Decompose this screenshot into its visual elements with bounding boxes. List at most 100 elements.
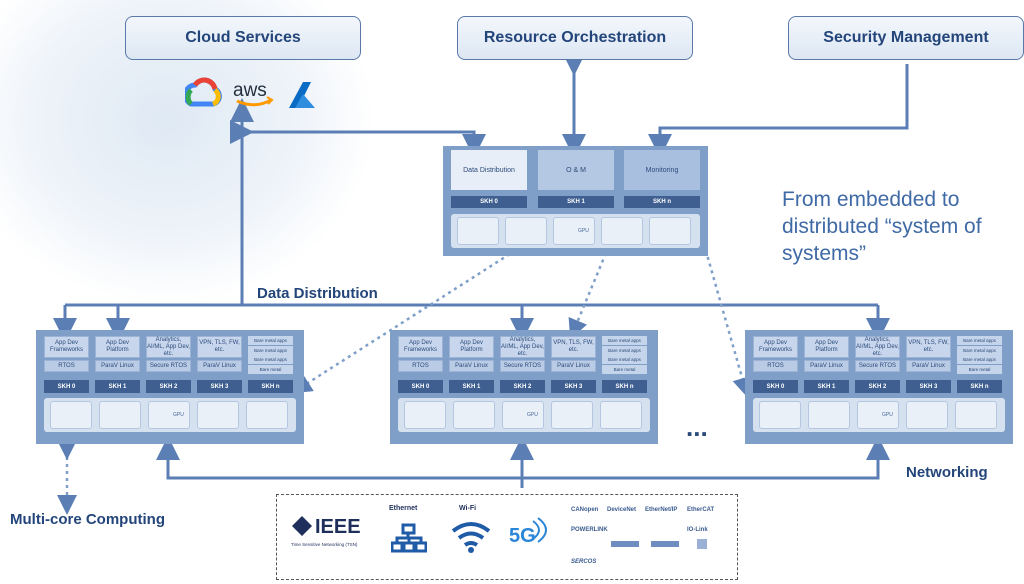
edge-os-cell: RTOS [398,360,443,372]
skh-label: SKH 1 [449,380,494,393]
resource-orchestration-box: Resource Orchestration [457,16,693,60]
aws-icon: aws [233,80,267,101]
skh-label: SKH 1 [95,380,140,393]
edge-hardware-strip: GPU [398,398,650,432]
hardware-board-icon [551,401,593,429]
hardware-board-icon [457,217,499,245]
edge-app-cell: Analytics, AI/ML, App Dev, etc. [146,336,191,358]
hardware-board-icon [50,401,92,429]
hardware-board-icon [99,401,141,429]
hardware-board-icon [649,217,691,245]
edge-app-cell: VPN, TLS, FW, etc. [197,336,242,358]
control-skh-n: SKH n [624,196,700,208]
hardware-board-icon [601,217,643,245]
gpu-board-icon: GPU [857,401,899,429]
security-management-box: Security Management [788,16,1024,60]
bare-metal-cell: Bare metal apps [248,355,293,364]
bare-metal-cell: Bare metal apps [957,355,1002,364]
control-cell-data-distribution: Data Distribution [451,150,527,190]
edge-os-cell: ParaV Linux [449,360,494,372]
data-distribution-label: Data Distribution [257,285,378,302]
fieldbus-chip-icon [651,541,679,547]
skh-label: SKH 2 [146,380,191,393]
bare-metal-cell: Bare metal apps [248,336,293,345]
hardware-board-icon [955,401,997,429]
edge-hardware-strip: GPU [753,398,1005,432]
bare-metal-cell: Bare metal [957,364,1002,374]
skh-label: SKH 0 [44,380,89,393]
bare-metal-cell: Bare metal apps [602,345,647,355]
edge-os-cell: Secure RTOS [500,360,545,372]
wifi-icon [451,522,491,553]
skh-label: SKH 3 [906,380,951,393]
hardware-board-icon [808,401,850,429]
control-hardware-strip: GPU [451,214,700,248]
bare-metal-cell: Bare metal apps [957,336,1002,345]
edge-app-cell: App Dev Platform [804,336,849,358]
edge-app-cell: App Dev Frameworks [44,336,89,358]
control-skh-0: SKH 0 [451,196,527,208]
ethernetip-logo: EtherNet/IP [645,507,678,513]
hardware-board-icon [600,401,642,429]
hardware-board-icon [505,217,547,245]
bare-metal-cell: Bare metal [248,364,293,374]
skh-label: SKH 0 [753,380,798,393]
skh-label: SKH 3 [551,380,596,393]
multicore-computing-label: Multi-core Computing [10,511,165,528]
edge-os-cell: RTOS [753,360,798,372]
devicenet-logo: DeviceNet [607,507,637,513]
edge-app-cell: Analytics, AI/ML, App Dev, etc. [500,336,545,358]
gpu-label: GPU [882,412,893,418]
ieee-diamond-icon [292,516,312,536]
gpu-board-icon: GPU [553,217,595,245]
gpu-label: GPU [173,412,184,418]
fieldbus-chip-icon [611,541,639,547]
networking-label: Networking [906,464,988,481]
bare-metal-cell: Bare metal apps [957,345,1002,355]
hardware-board-icon [197,401,239,429]
control-cell-monitoring: Monitoring [624,150,700,190]
hardware-board-icon [453,401,495,429]
gpu-board-icon: GPU [502,401,544,429]
edge-os-cell: ParaV Linux [804,360,849,372]
ethernet-icon [391,523,427,553]
edge-os-cell: ParaV Linux [551,360,596,372]
hardware-board-icon [404,401,446,429]
canopen-logo: CANopen [571,507,599,513]
edge-app-cell: VPN, TLS, FW, etc. [551,336,596,358]
io-link-logo: IO-Link [687,527,708,533]
skh-label: SKH 2 [500,380,545,393]
protocols-panel: IEEE Time Sensitive Networking (TSN) Eth… [276,494,738,580]
skh-label: SKH n [248,380,293,393]
powerlink-logo: POWERLINK [571,527,608,533]
google-cloud-icon [185,77,222,107]
skh-label: SKH 2 [855,380,900,393]
ethernet-label: Ethernet [389,505,418,512]
bare-metal-cell: Bare metal apps [248,345,293,355]
edge-app-cell: VPN, TLS, FW, etc. [906,336,951,358]
edge-app-cell: App Dev Frameworks [753,336,798,358]
azure-icon [289,82,315,108]
gpu-label: GPU [527,412,538,418]
edge-os-cell: ParaV Linux [906,360,951,372]
edge-hardware-strip: GPU [44,398,296,432]
tagline: From embedded to distributed “system of … [782,188,982,265]
hardware-board-icon [246,401,288,429]
control-cell-om: O & M [538,150,614,190]
cloud-provider-logos: aws [185,77,315,108]
more-nodes-ellipsis: ... [686,412,708,442]
edge-os-cell: ParaV Linux [197,360,242,372]
skh-label: SKH n [602,380,647,393]
ieee-logo: IEEE Time Sensitive Networking (TSN) [291,516,361,547]
5g-logo: 5G [509,525,536,547]
hardware-board-icon [906,401,948,429]
wifi-label: Wi-Fi [459,505,477,512]
bare-metal-cell: Bare metal apps [602,355,647,364]
skh-label: SKH 0 [398,380,443,393]
edge-app-cell: App Dev Frameworks [398,336,443,358]
edge-os-cell: Secure RTOS [855,360,900,372]
skh-label: SKH 3 [197,380,242,393]
gpu-board-icon: GPU [148,401,190,429]
control-skh-1: SKH 1 [538,196,614,208]
